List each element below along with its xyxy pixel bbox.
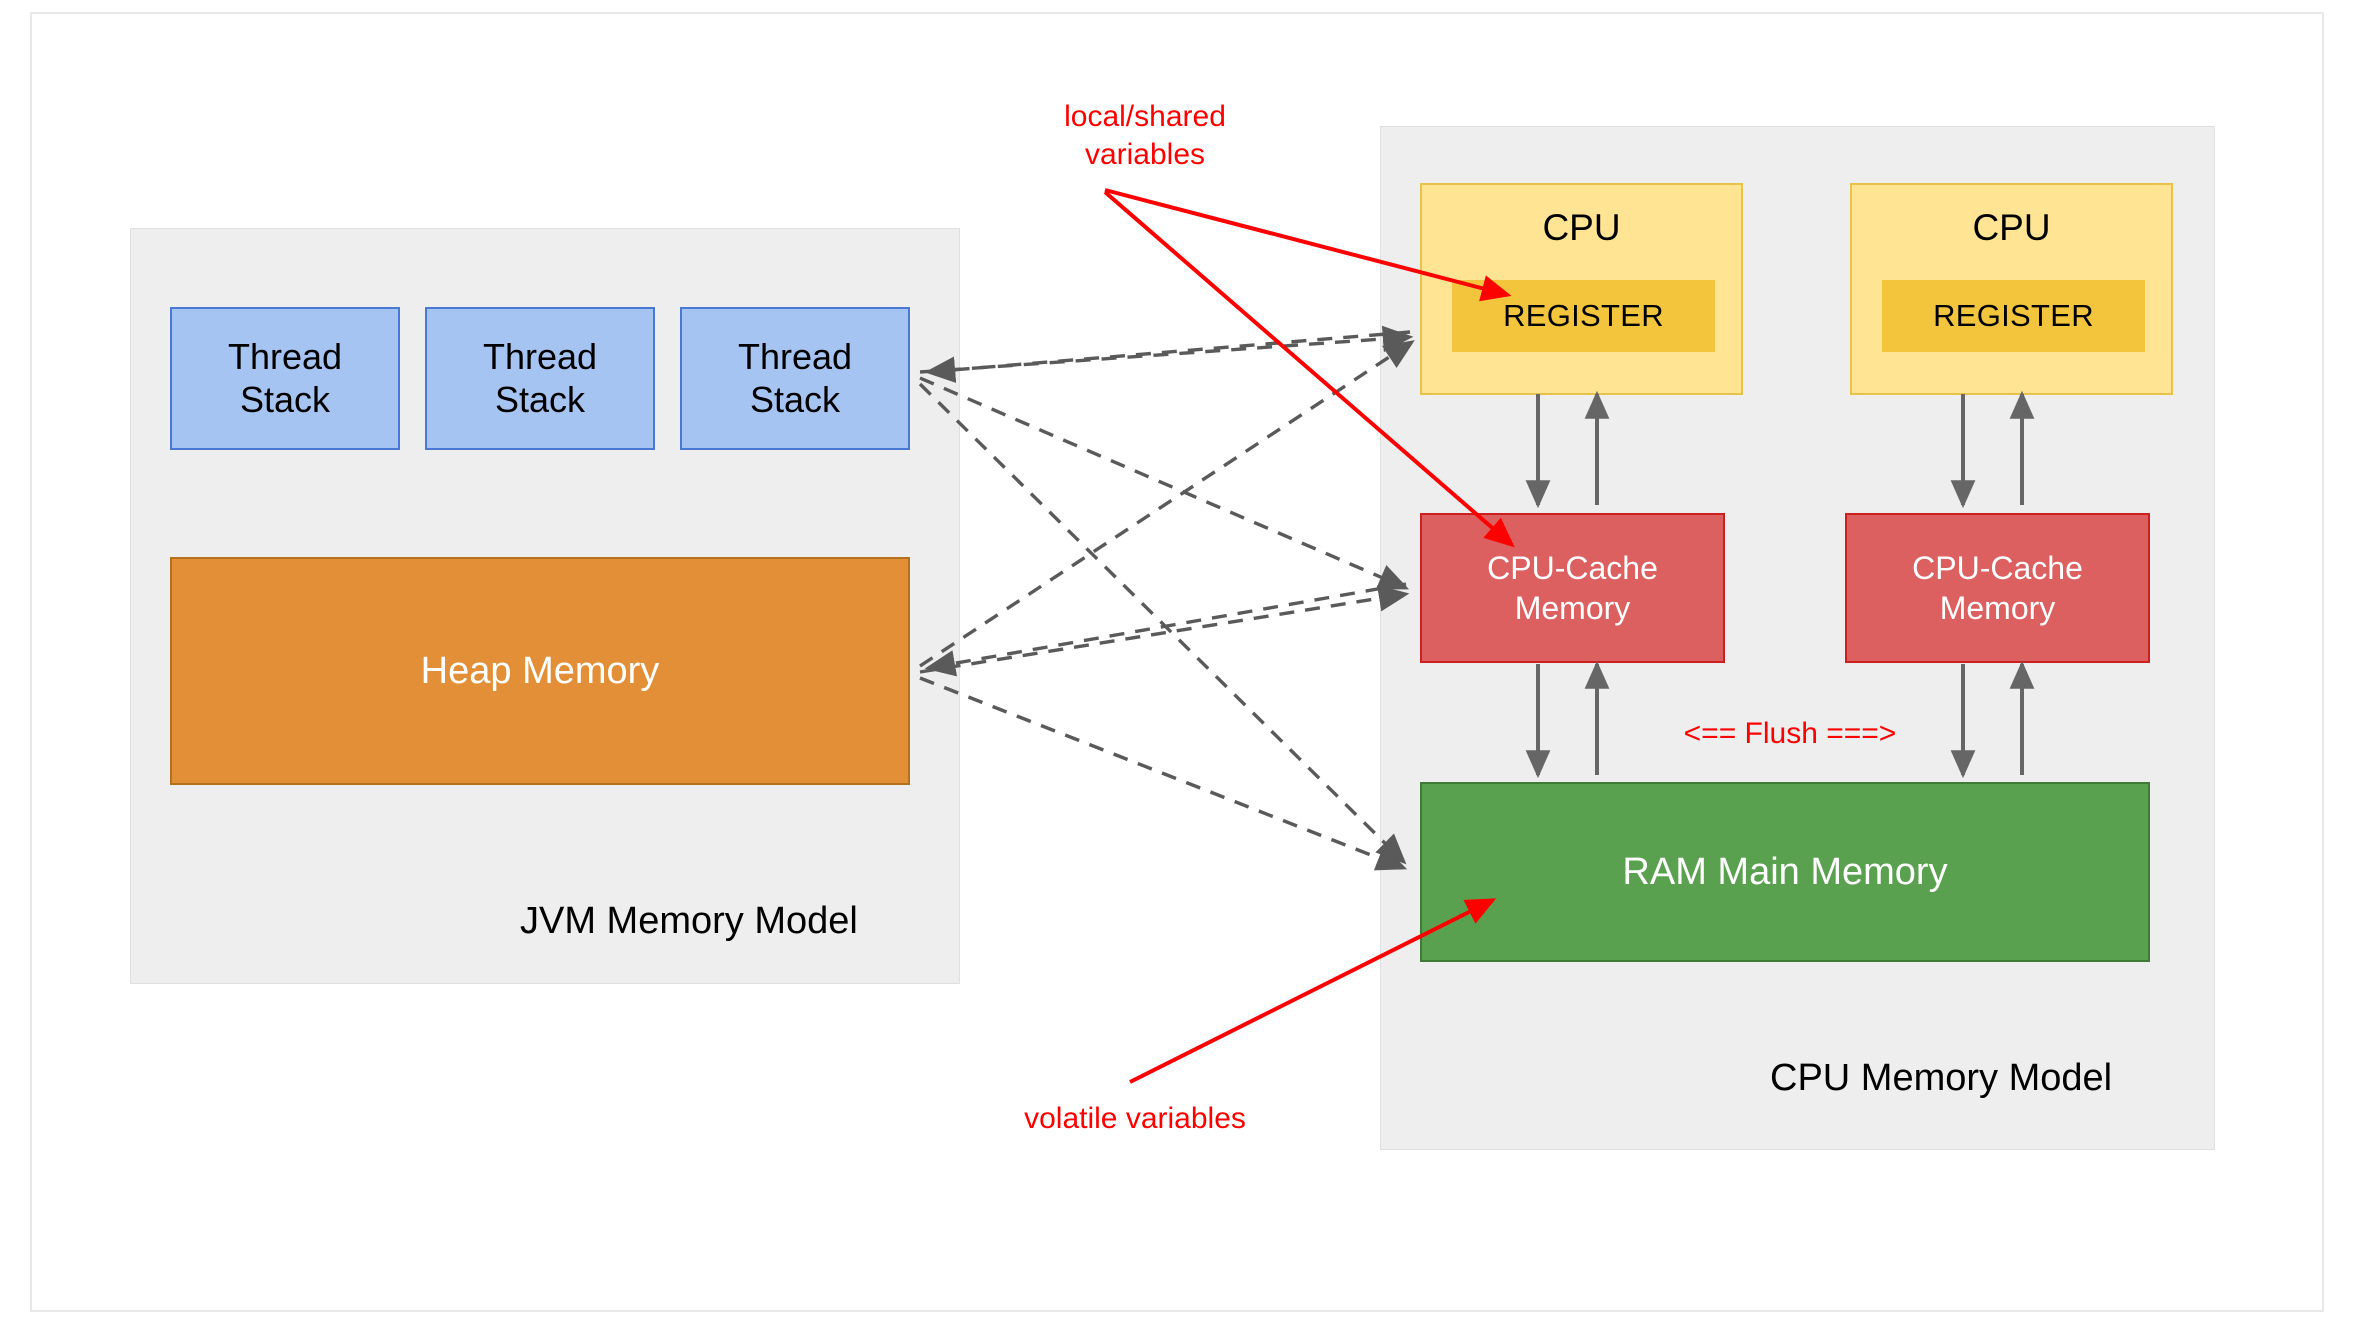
arrow-cache-to-heap — [924, 582, 1407, 677]
heap-memory-box[interactable]: Heap Memory — [170, 557, 910, 785]
arrow-threadstack-to-ram — [918, 382, 1407, 865]
arrow-heap-to-ram — [919, 676, 1408, 871]
arrow-register-to-threadstack — [924, 330, 1411, 383]
register-box-1[interactable]: REGISTER — [1452, 280, 1715, 352]
cpu-title-2: CPU — [1972, 207, 2051, 248]
ram-main-memory-box[interactable]: RAM Main Memory — [1420, 782, 2150, 962]
arrow-threadstack-to-cache — [919, 376, 1410, 590]
arrow-heap-to-register — [919, 340, 1415, 668]
jvm-memory-model-label: JVM Memory Model — [520, 900, 858, 942]
cpu-box-2[interactable]: CPU REGISTER — [1850, 183, 2173, 395]
flush-annotation: <== Flush ===> — [1683, 717, 1897, 750]
arrow-heap-to-cache — [919, 585, 1410, 674]
cpu-memory-model-label: CPU Memory Model — [1770, 1057, 2113, 1099]
volatile-variables-annotation: volatile variables — [1024, 1102, 1246, 1135]
cpu-title-1: CPU — [1542, 207, 1621, 248]
arrow-threadstack-to-register — [919, 325, 1414, 374]
cpu-box-1[interactable]: CPU REGISTER — [1420, 183, 1743, 395]
register-box-2[interactable]: REGISTER — [1882, 280, 2145, 352]
